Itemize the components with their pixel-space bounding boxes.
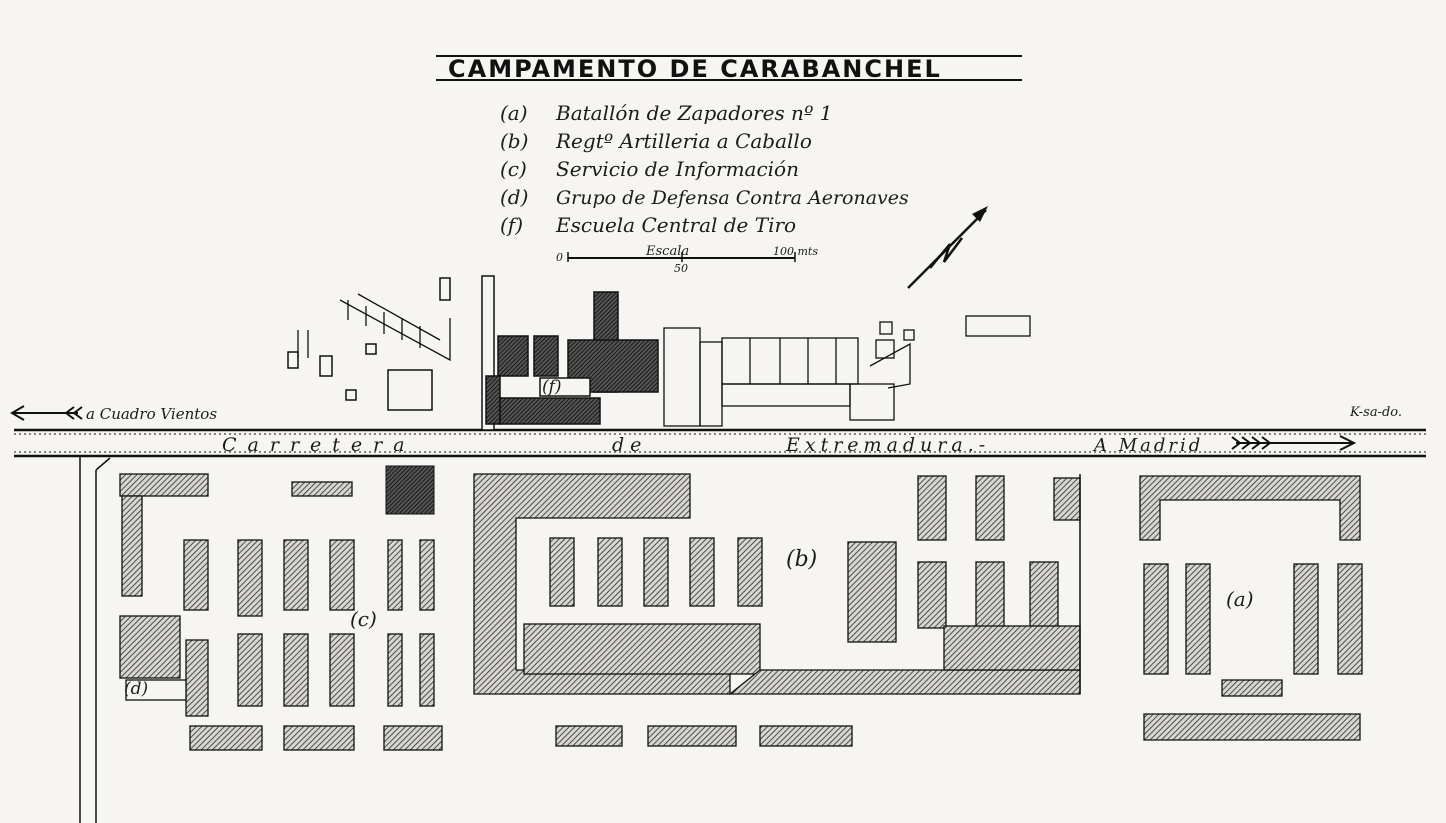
west-edge-lines (79, 456, 111, 823)
zone-label-d: (d) (124, 679, 148, 699)
scale-bar: 0 Escala 50 100 mts (556, 244, 818, 275)
legend: (a) Batallón de Zapadores nº 1 (b) Regtº… (500, 101, 909, 237)
scale-end: 100 mts (773, 245, 818, 258)
plaza-square (385, 465, 435, 515)
road-label-de: de (612, 434, 647, 456)
north-outline-complex (663, 315, 1031, 427)
zone-b-artilleria-a-caballo (473, 473, 1081, 747)
legend-key-b: (b) (500, 129, 528, 153)
north-arrow-icon (907, 206, 988, 289)
arrow-left-icon (10, 405, 83, 421)
zone-label-a: (a) (1226, 587, 1254, 611)
legend-key-a: (a) (500, 101, 528, 125)
road-label-madrid: A Madrid (1092, 435, 1203, 456)
zone-label-b: (b) (786, 547, 817, 572)
zone-label-c: (c) (350, 607, 377, 631)
legend-key-f: (f) (500, 213, 523, 237)
legend-key-d: (d) (500, 185, 528, 209)
northwest-outlines (297, 293, 451, 362)
legend-label-b: Regtº Artilleria a Caballo (555, 129, 812, 153)
scale-mid: 50 (674, 262, 688, 275)
legend-label-f: Escuela Central de Tiro (555, 213, 796, 237)
zone-a-batallon-de-zapadores (1139, 475, 1363, 741)
zone-f-escuela-central-de-tiro (287, 275, 659, 431)
scale-label: Escala (645, 244, 689, 259)
direction-cuatro-vientos: a Cuadro Vientos (86, 405, 217, 423)
map-title: CAMPAMENTO DE CARABANCHEL (448, 55, 942, 83)
arrow-right-icon (1231, 435, 1357, 451)
zone-c-servicio-de-informacion (119, 473, 443, 751)
zone-label-f: (f) (542, 377, 562, 397)
road-label-carretera: Carretera (222, 434, 416, 456)
zone-d-defensa-contra-aeronaves (119, 615, 187, 701)
legend-label-d: Grupo de Defensa Contra Aeronaves (556, 187, 909, 209)
road-label-extremadura: Extremadura.- (785, 434, 990, 456)
scale-start: 0 (556, 251, 563, 264)
legend-key-c: (c) (500, 157, 527, 181)
map-signature: K-sa-do. (1349, 405, 1402, 420)
legend-label-c: Servicio de Información (556, 157, 799, 181)
carretera-de-extremadura: Carretera de Extremadura.- A Madrid (14, 428, 1426, 458)
legend-label-a: Batallón de Zapadores nº 1 (555, 101, 832, 125)
